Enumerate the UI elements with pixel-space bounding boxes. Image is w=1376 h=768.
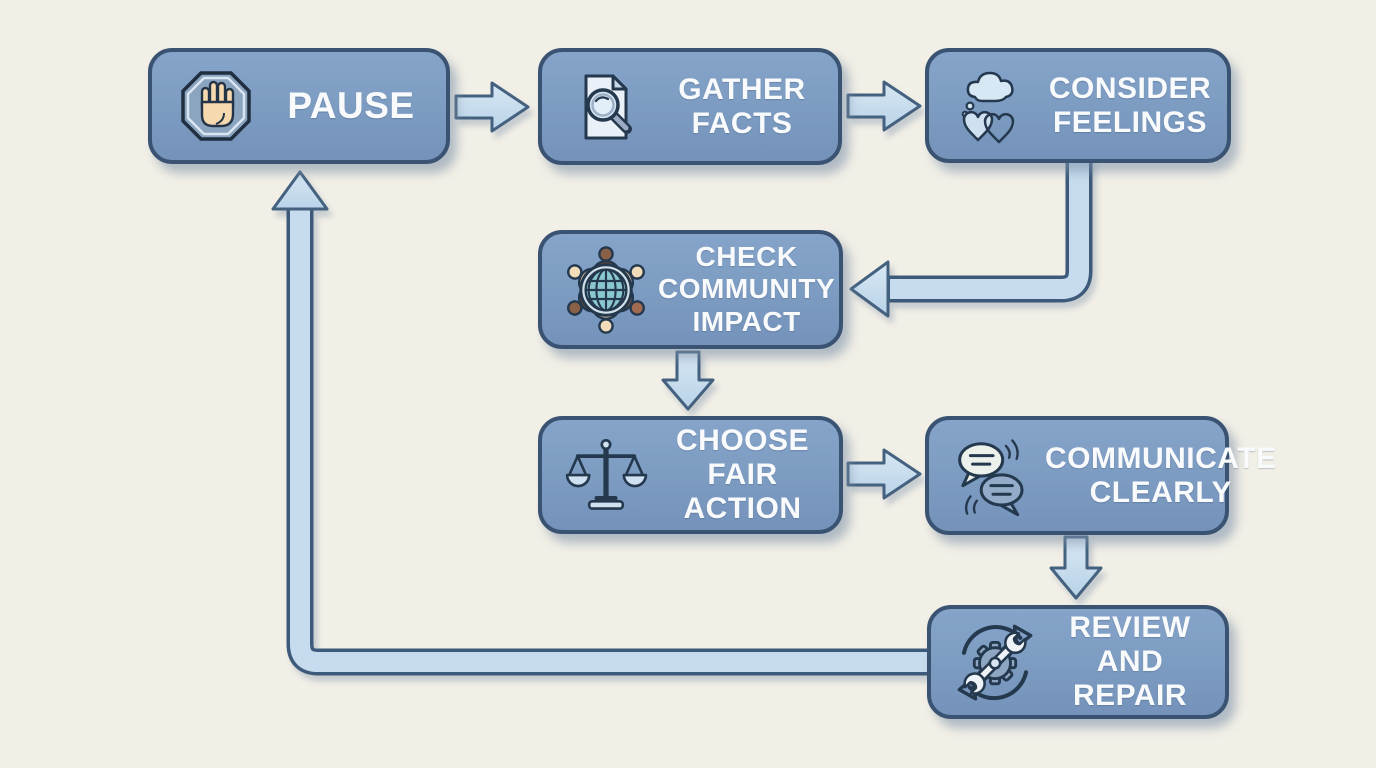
community-globe-icon [554, 242, 658, 338]
node-label: REVIEW AND REPAIR [1047, 611, 1213, 713]
node-label-line: FACTS [691, 106, 793, 140]
stop-hand-icon [164, 66, 268, 146]
node-label-line: ACTION [683, 491, 802, 525]
gear-wrench-cycle-icon [943, 616, 1047, 708]
node-label-line: IMPACT [692, 305, 801, 337]
document-magnifier-icon [554, 67, 658, 147]
node-label: PAUSE [268, 85, 434, 127]
flow-node-choose-fair-action: CHOOSE FAIR ACTION [538, 416, 843, 534]
node-label-line: REPAIR [1072, 678, 1188, 712]
node-label-line: COMMUNICATE [1045, 441, 1277, 475]
node-label-line: CHOOSE FAIR [675, 424, 810, 492]
node-label-line: COMMUNITY [658, 273, 836, 305]
flow-node-communicate-clearly: COMMUNICATE CLEARLY [925, 416, 1276, 535]
flow-node-review-and-repair: REVIEW AND REPAIR [927, 605, 1229, 719]
node-label-line: CHECK [695, 241, 798, 273]
flow-node-pause: PAUSE [148, 48, 450, 164]
flow-node-consider-feelings: CONSIDER FEELINGS [925, 48, 1231, 163]
node-label-line: CONSIDER [1048, 71, 1212, 105]
flow-node-gather-facts: GATHER FACTS [538, 48, 842, 165]
arrow-pause-to-gather-facts [454, 81, 530, 133]
node-label-line: GATHER [678, 72, 806, 106]
node-label: COMMUNICATE CLEARLY [1045, 442, 1277, 510]
node-label-line: REVIEW AND [1069, 611, 1191, 679]
balance-scale-icon [554, 433, 658, 517]
arrow-choose-fair-action-to-communicate-clearly [846, 448, 922, 500]
arrow-gather-facts-to-consider-feelings [846, 80, 922, 132]
node-label: CHOOSE FAIR ACTION [658, 424, 827, 526]
speech-bubbles-icon [941, 433, 1045, 519]
node-label: GATHER FACTS [658, 73, 826, 141]
arrow-communicate-clearly-to-review-and-repair [1049, 535, 1103, 600]
thought-hearts-icon [941, 64, 1045, 148]
arrow-consider-feelings-to-check-community-impact [849, 158, 1093, 318]
node-label-line: CLEARLY [1089, 475, 1232, 509]
node-label-line: FEELINGS [1052, 105, 1207, 139]
node-label: CONSIDER FEELINGS [1045, 72, 1215, 140]
node-label-line: PAUSE [287, 85, 415, 127]
node-label: CHECK COMMUNITY IMPACT [658, 241, 835, 338]
arrow-check-community-impact-to-choose-fair-action [661, 350, 715, 411]
arrow-review-and-repair-to-pause [271, 170, 930, 676]
flow-node-check-community-impact: CHECK COMMUNITY IMPACT [538, 230, 843, 349]
